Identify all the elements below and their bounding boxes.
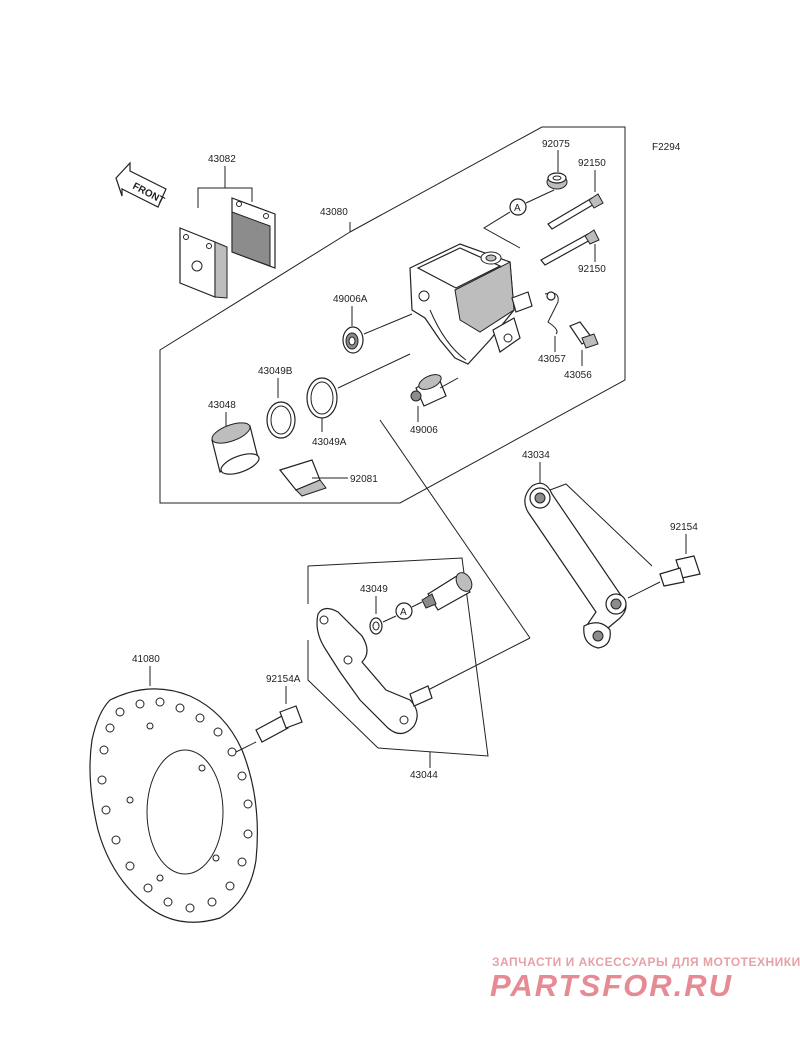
label-92150-top: 92150: [578, 158, 606, 169]
label-92075: 92075: [542, 139, 570, 150]
pad-spring-clip: [278, 459, 327, 497]
label-49006A: 49006A: [333, 294, 368, 305]
slide-pin-top: [547, 193, 604, 230]
watermark-brand: PARTSFOR.RU: [490, 968, 733, 1003]
label-43044: 43044: [410, 770, 438, 781]
label-43056: 43056: [564, 370, 592, 381]
label-43049B: 43049B: [258, 366, 293, 377]
label-92150-bottom: 92150: [578, 264, 606, 275]
disc-bolt: [255, 705, 303, 743]
ref-a-bottom: A: [400, 607, 407, 618]
slide-pin-bottom: [540, 229, 600, 266]
label-49006: 49006: [410, 425, 438, 436]
bracket-pin: [421, 572, 473, 611]
label-43048: 43048: [208, 400, 236, 411]
label-92081: 92081: [350, 474, 378, 485]
caliper-group-outline: [159, 126, 626, 504]
bracket-group-outline: [307, 557, 489, 757]
ref-a-top-icon: [509, 198, 527, 216]
piston-seal-ring: [306, 377, 338, 419]
spring-clip: [544, 291, 559, 335]
label-92154: 92154: [670, 522, 698, 533]
label-43082: 43082: [208, 154, 236, 165]
bolt-92154: [659, 555, 701, 587]
bleeder-cap: [546, 172, 568, 190]
label-43049A: 43049A: [312, 437, 347, 448]
watermark-tagline: ЗАПЧАСТИ И АКСЕССУАРЫ ДЛЯ МОТОТЕХНИКИ: [492, 955, 800, 969]
label-92154A: 92154A: [266, 674, 301, 685]
ref-a-top: A: [514, 203, 521, 214]
label-41080: 41080: [132, 654, 160, 665]
diagram-code: F2294: [652, 142, 681, 153]
label-43057: 43057: [538, 354, 566, 365]
caliper-body: [409, 243, 533, 365]
label-43034: 43034: [522, 450, 550, 461]
label-43049: 43049: [360, 584, 388, 595]
piston-seal: [342, 326, 364, 354]
brake-pad-inner: [179, 227, 228, 299]
label-43080: 43080: [320, 207, 348, 218]
leader-caliper-to-bracket: [379, 419, 531, 639]
front-arrow-icon: FRONT: [115, 161, 167, 208]
bushing: [410, 374, 447, 407]
caliper-piston: [211, 422, 260, 475]
bracket-seal: [369, 617, 383, 635]
bleeder-valve: [569, 321, 599, 349]
caliper-bracket: [316, 607, 433, 735]
brake-pad-outer: [231, 197, 276, 269]
ref-a-bottom-icon: [395, 602, 413, 620]
brake-disc: [89, 688, 258, 923]
dust-seal: [266, 401, 296, 439]
torque-link: [524, 482, 627, 649]
